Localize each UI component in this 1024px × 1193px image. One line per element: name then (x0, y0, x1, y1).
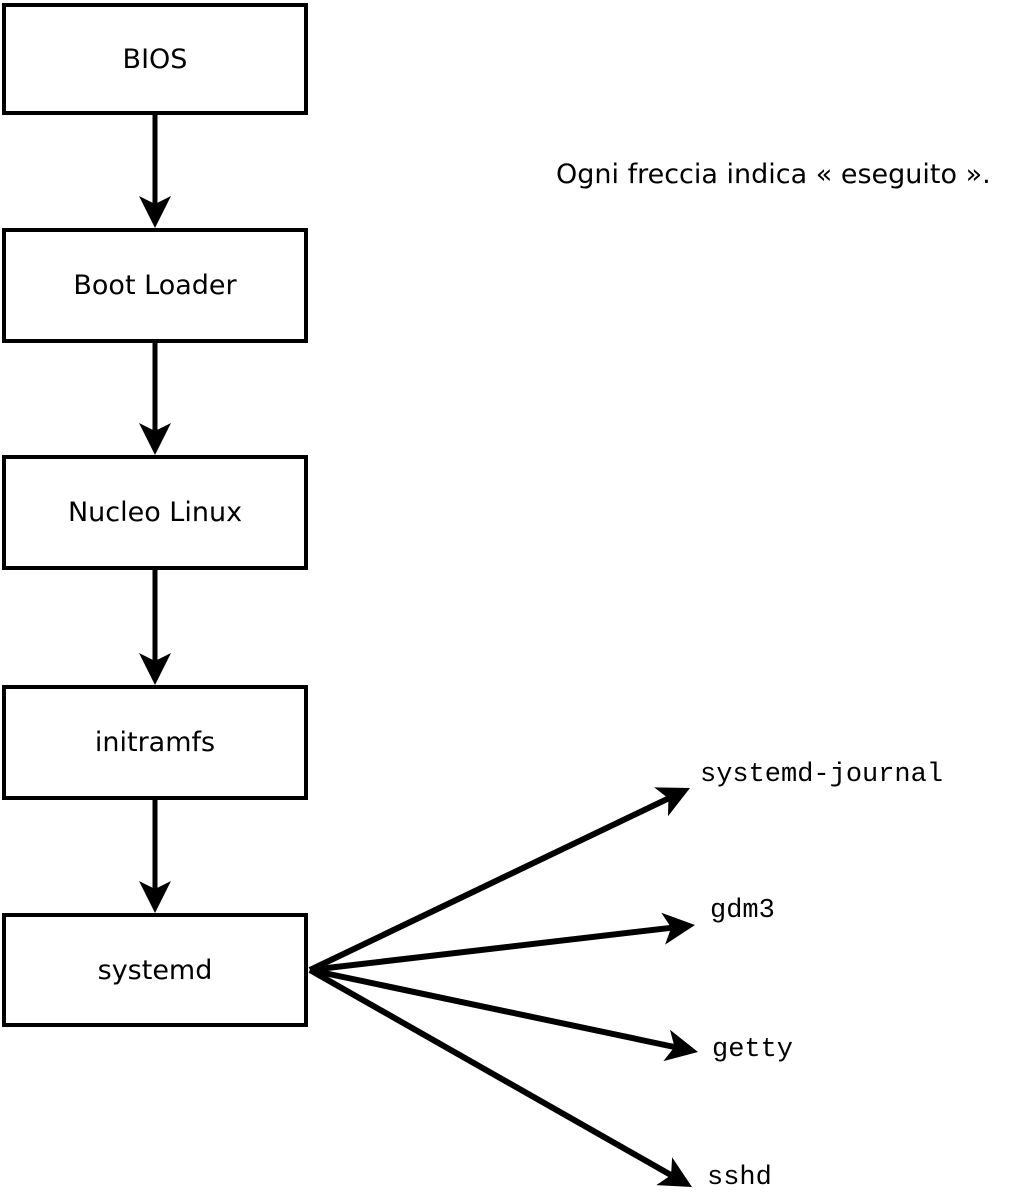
arrowhead-icon (654, 787, 690, 817)
arrowhead-icon (139, 881, 171, 913)
arrow-systemd-to-journal (308, 787, 690, 973)
node-nucleo-linux: Nucleo Linux (2, 455, 308, 570)
service-label-getty: getty (712, 1035, 794, 1065)
arrow-line (309, 924, 672, 973)
node-initramfs-label: initramfs (94, 727, 216, 758)
arrow-bios-to-bootloader (139, 115, 171, 228)
arrow-bootloader-to-nucleo (139, 343, 171, 455)
arrow-initramfs-to-systemd (139, 800, 171, 913)
arrow-line (309, 967, 676, 1050)
node-bios: BIOS (2, 3, 308, 115)
arrowhead-icon (663, 1029, 698, 1062)
node-boot-loader: Boot Loader (2, 228, 308, 343)
arrow-systemd-to-getty (309, 967, 698, 1062)
arrowhead-icon (661, 912, 695, 945)
arrowhead-icon (139, 196, 171, 228)
arrow-systemd-to-sshd (308, 967, 692, 1187)
service-label-systemd-journal: systemd-journal (700, 760, 944, 790)
node-nucleo-linux-label: Nucleo Linux (67, 497, 243, 528)
node-boot-loader-label: Boot Loader (73, 270, 237, 301)
service-label-sshd: sshd (707, 1163, 772, 1193)
node-bios-label: BIOS (122, 43, 188, 75)
diagram-caption: Ogni freccia indica « eseguito ». (556, 159, 991, 190)
arrowhead-icon (656, 1157, 692, 1187)
arrowhead-icon (139, 653, 171, 685)
service-label-gdm3: gdm3 (710, 896, 775, 926)
arrow-systemd-to-gdm3 (309, 912, 695, 973)
node-systemd: systemd (2, 913, 308, 1027)
arrow-line (308, 967, 673, 1178)
node-systemd-label: systemd (97, 954, 213, 986)
arrow-nucleo-to-initramfs (139, 570, 171, 685)
node-initramfs: initramfs (2, 685, 308, 800)
arrow-line (308, 795, 670, 973)
arrowhead-icon (139, 423, 171, 455)
